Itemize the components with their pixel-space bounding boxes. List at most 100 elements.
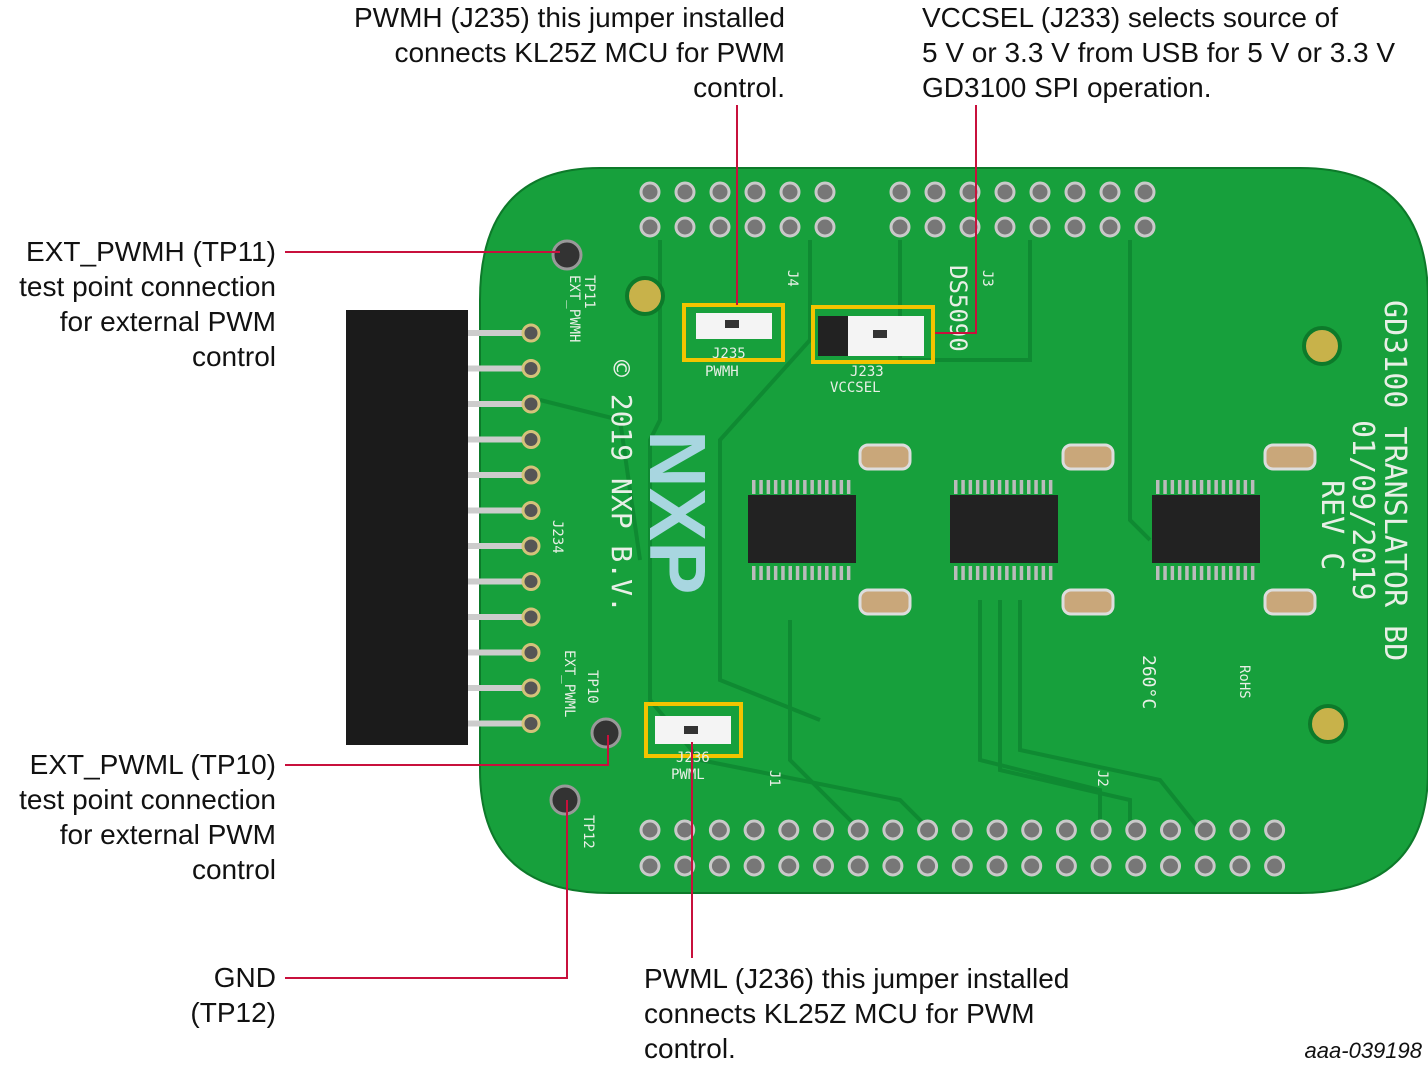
pin-pad — [521, 465, 541, 485]
pin-pad — [1064, 216, 1086, 238]
ic-pin — [1005, 480, 1009, 494]
pin-pad — [521, 572, 541, 591]
ic-pin — [1250, 566, 1255, 580]
callout-text: VCCSEL (J233) selects source of — [922, 2, 1339, 33]
ic-pin — [773, 566, 778, 580]
pin-pad — [1229, 855, 1251, 877]
pin-pad — [1021, 819, 1043, 841]
ic-pin — [1221, 480, 1226, 494]
callout-text: connects KL25Z MCU for PWM — [644, 998, 1035, 1029]
ic-pin — [817, 480, 822, 494]
pin-pad — [521, 714, 541, 733]
pin-pad — [924, 181, 946, 203]
ic-pin — [954, 566, 958, 580]
ic-pin — [997, 566, 1002, 580]
ic-pin — [1156, 480, 1160, 494]
ic-pin — [752, 480, 756, 494]
pin-pad — [674, 181, 696, 203]
ic-pin — [803, 480, 807, 494]
ic-pin — [1185, 480, 1189, 494]
test-point-tp12 — [549, 784, 581, 816]
ic-pin — [781, 566, 785, 580]
figure-id: aaa-039198 — [1304, 1038, 1422, 1063]
ic-pin — [1199, 480, 1204, 494]
ic-pin — [1005, 566, 1009, 580]
silk-vccsel: VCCSEL — [830, 380, 881, 396]
ic-pin — [766, 566, 771, 580]
mounting-hole — [1302, 326, 1342, 366]
pcb-traces — [539, 240, 1202, 832]
pin-pad — [813, 819, 834, 841]
silk-j1: J1 — [766, 770, 782, 787]
ic-pin — [997, 480, 1002, 494]
silk-rohs: RoHS — [1236, 665, 1252, 699]
connector-pin — [468, 543, 530, 549]
pin-pad — [779, 181, 801, 203]
silk-temp: 260°C — [1138, 655, 1159, 709]
callout-text: test point connection — [19, 784, 276, 815]
ic-pin — [1156, 566, 1160, 580]
pin-pad — [778, 855, 800, 877]
board-copyright: © 2019 NXP B.V. — [605, 360, 638, 613]
ic-pin — [1236, 566, 1240, 580]
ic-pin — [1177, 480, 1182, 494]
connector-pin — [468, 401, 530, 407]
pin-pad — [521, 678, 541, 698]
silk-j235: J235 — [712, 346, 746, 362]
silk-j233: J233 — [850, 364, 884, 380]
ic-pin — [1229, 566, 1233, 580]
ic-pin — [810, 566, 814, 580]
ic-pin — [795, 480, 800, 494]
pin-pad — [889, 216, 911, 238]
ic-pin — [1019, 566, 1024, 580]
ic-pin — [825, 480, 829, 494]
ic-pin — [1177, 566, 1182, 580]
pin-pad — [674, 855, 696, 877]
callout-text: GND — [213, 962, 276, 993]
pin-pad — [994, 181, 1016, 203]
callout-gnd: GND (TP12) — [190, 960, 276, 1030]
ic-pin — [1163, 566, 1167, 580]
pin-pad — [1264, 855, 1286, 877]
pin-pad — [889, 181, 911, 203]
ic-pin — [1199, 566, 1204, 580]
callout-text: control — [191, 341, 276, 372]
ic-pin — [788, 480, 792, 494]
ic-pin — [1048, 480, 1053, 494]
pin-pad — [1055, 855, 1077, 877]
board-date: 01/09/2019 — [1345, 420, 1380, 601]
ic-pin — [1027, 480, 1031, 494]
pin-pad — [744, 181, 766, 203]
ic-pin — [968, 566, 973, 580]
pin-pad — [1055, 819, 1077, 841]
callout-text: control. — [693, 72, 785, 103]
pin-pad — [743, 819, 765, 841]
ic-pin — [954, 480, 958, 494]
callout-text: EXT_PWML (TP10) — [29, 749, 276, 780]
callout-text: control — [191, 854, 276, 885]
ic-pin — [983, 566, 987, 580]
ic-pin — [1243, 480, 1248, 494]
pin-pad — [1090, 819, 1112, 841]
connector-pin — [468, 649, 530, 656]
pin-pad — [951, 855, 973, 877]
pin-pad — [882, 855, 904, 877]
ic-pin — [1243, 566, 1248, 580]
pin-pad — [709, 216, 731, 238]
pin-pad — [917, 855, 939, 877]
ic-pin — [759, 480, 763, 494]
edge-connector — [346, 310, 468, 745]
jumper-j233-highlight — [811, 305, 935, 364]
silk-j2: J2 — [1094, 770, 1110, 787]
pin-pad — [1160, 819, 1181, 841]
ic-pin — [983, 480, 987, 494]
pin-pad — [959, 181, 981, 203]
ic-pin — [781, 480, 785, 494]
callout-line-ext-pwml — [285, 735, 609, 766]
pin-pad — [639, 819, 661, 841]
pin-pad — [639, 216, 661, 238]
pin-pad — [986, 819, 1008, 841]
pin-pad — [1099, 216, 1121, 238]
ic-pin — [839, 480, 844, 494]
connector-pin — [468, 720, 530, 727]
